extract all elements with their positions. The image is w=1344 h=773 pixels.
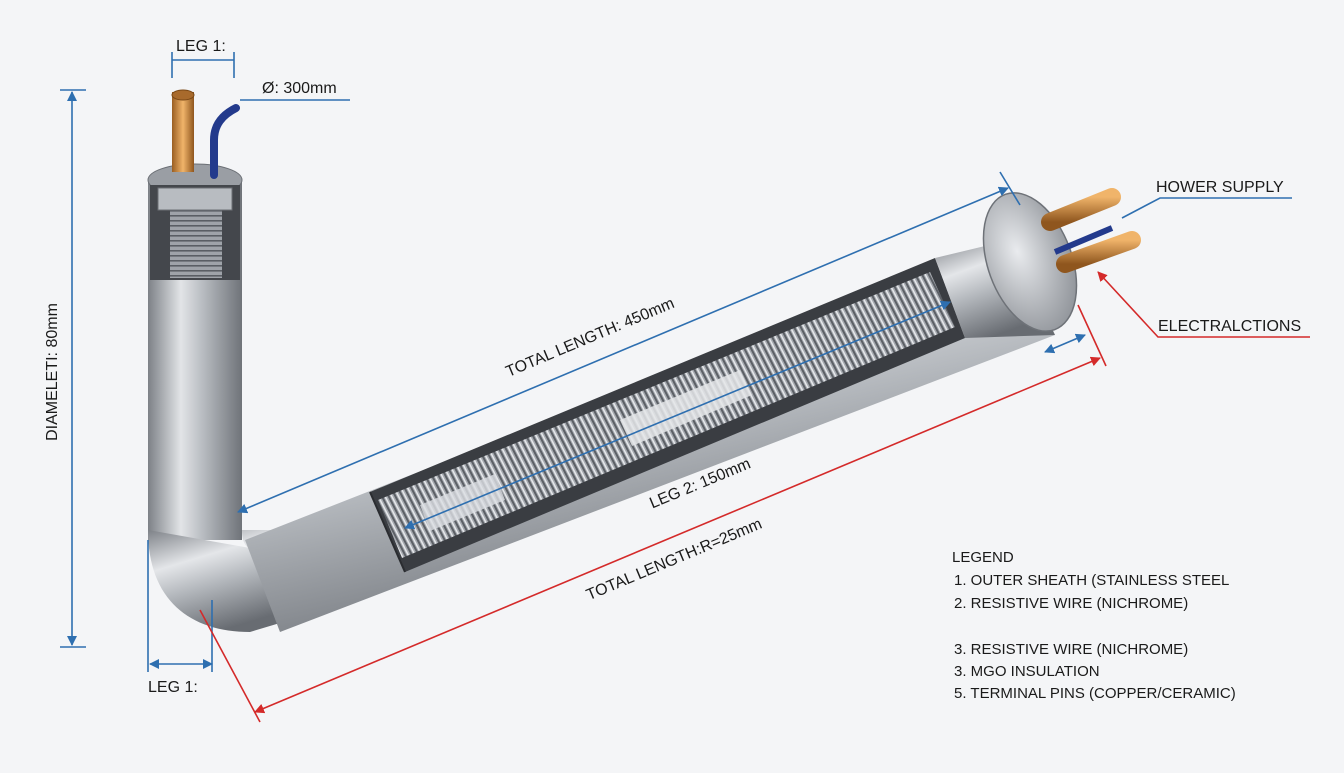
radius-label: TOTAL LENGTH:R=25mm: [584, 516, 765, 604]
top-bushing: [157, 187, 233, 211]
right-copper-pin-2: [1056, 231, 1141, 273]
legend-title: LEGEND: [952, 549, 1014, 566]
power-supply-label: HOWER SUPPLY: [1156, 179, 1284, 196]
top-copper-pin: [172, 92, 194, 172]
radius-ext-left: [199, 609, 261, 723]
legend-item: 1. OUTER SHEATH (STAINLESS STEEL: [954, 572, 1229, 589]
diameter-top-label: Ø: 300mm: [262, 80, 337, 97]
diameter-side-label: DIAMELETI: 80mm: [44, 303, 61, 441]
top-blue-wire: [210, 104, 240, 179]
radius-ext-right: [1077, 304, 1107, 367]
terminals: [171, 89, 1141, 273]
top-copper-pin-end: [171, 89, 195, 101]
legend-item: 2. RESISTIVE WIRE (NICHROME): [954, 595, 1188, 612]
legend-item: 3. MGO INSULATION: [954, 663, 1100, 680]
legend: LEGEND 1. OUTER SHEATH (STAINLESS STEEL …: [952, 549, 1236, 702]
power-supply-leader: [1121, 197, 1292, 219]
leg1-top-label: LEG 1:: [176, 38, 226, 55]
legend-item: 3. RESISTIVE WIRE (NICHROME): [954, 641, 1188, 658]
electrical-leader: [1097, 271, 1310, 338]
radius-dim-line: [254, 356, 1101, 714]
right-copper-pin-1: [1041, 188, 1121, 231]
legend-item: 5. TERMINAL PINS (COPPER/CERAMIC): [954, 685, 1236, 702]
flange-width-dim: [1044, 333, 1086, 354]
right-blue-wire: [1053, 225, 1114, 255]
electrical-label: ELECTRALCTIONS: [1158, 318, 1301, 335]
total-length-ext: [999, 171, 1021, 206]
top-coil: [170, 210, 222, 278]
leg1-bottom-label: LEG 1:: [148, 679, 198, 696]
red-dimensions: [199, 271, 1310, 723]
